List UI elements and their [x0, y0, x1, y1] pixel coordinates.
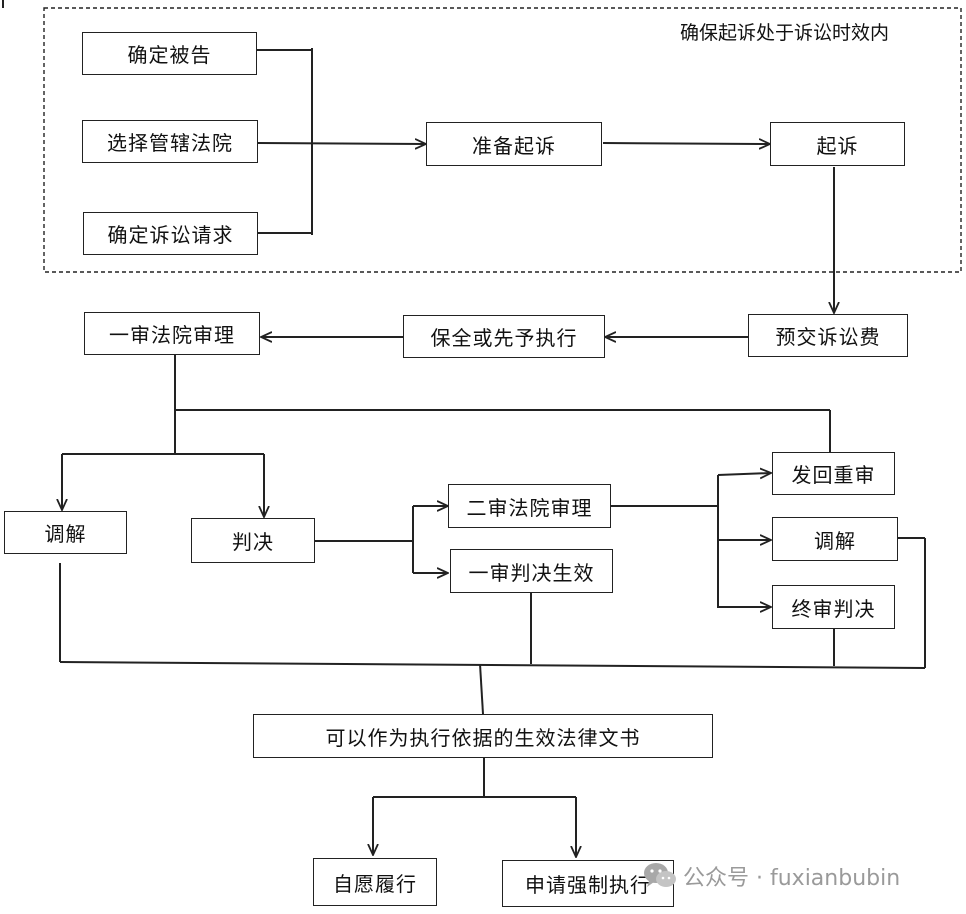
box-remand-retrial: 发回重审 — [772, 452, 895, 495]
time-limit-group-border — [43, 7, 962, 273]
box-voluntary-performance: 自愿履行 — [313, 858, 437, 906]
box-final-judgment: 终审判决 — [772, 585, 895, 629]
box-sue: 起诉 — [770, 122, 905, 166]
time-limit-group-label: 确保起诉处于诉讼时效内 — [680, 22, 890, 44]
box-select-court: 选择管辖法院 — [82, 120, 258, 163]
box-prepare-suit: 准备起诉 — [426, 122, 602, 166]
box-mediation-2: 调解 — [772, 517, 898, 561]
connector-collect — [59, 661, 926, 669]
watermark: 公众号 · fuxianbubin — [643, 860, 900, 892]
box-effective-legal-document: 可以作为执行依据的生效法律文书 — [253, 714, 713, 758]
box-define-defendant: 确定被告 — [82, 32, 257, 75]
box-mediation-1: 调解 — [4, 511, 127, 554]
connector-to-legaldoc — [479, 663, 484, 715]
box-apply-enforcement: 申请强制执行 — [502, 860, 674, 907]
box-first-judgment-effective: 一审判决生效 — [450, 549, 613, 593]
box-prepay-fee: 预交诉讼费 — [748, 314, 908, 357]
arrow-to-sue — [602, 143, 770, 144]
box-judgment: 判决 — [191, 518, 315, 563]
box-first-trial: 一审法院审理 — [84, 312, 260, 355]
box-define-claim: 确定诉讼请求 — [83, 212, 258, 255]
watermark-text: 公众号 · fuxianbubin — [683, 866, 901, 891]
arrow-to-remand — [717, 473, 771, 475]
arrow-to-prepare — [257, 143, 426, 144]
box-preservation: 保全或先予执行 — [403, 315, 605, 358]
wechat-icon — [644, 863, 676, 887]
box-second-trial: 二审法院审理 — [448, 484, 611, 528]
